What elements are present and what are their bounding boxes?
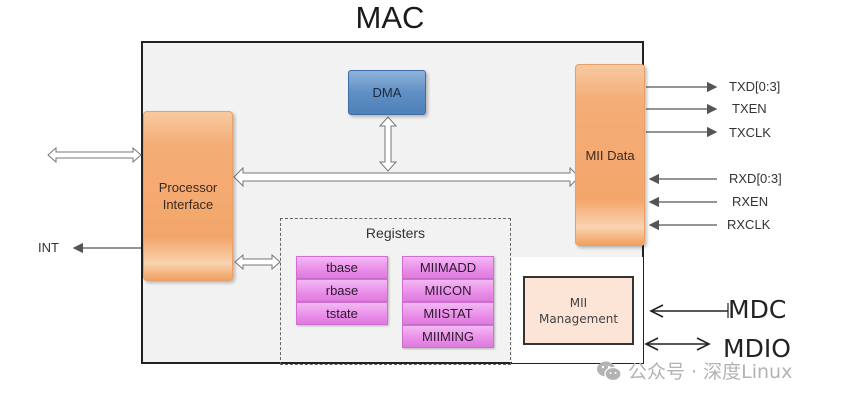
mii-management-block: MII Management bbox=[523, 276, 634, 345]
register-rbase: rbase bbox=[296, 279, 388, 302]
dma-label: DMA bbox=[372, 85, 402, 100]
registers-bus-arrow bbox=[234, 253, 281, 271]
registers-group bbox=[280, 218, 511, 365]
mii-management-label-1: MII bbox=[569, 295, 588, 310]
registers-right-column: MIIMADD MIICON MIISTAT MIIMING bbox=[402, 256, 494, 348]
processor-interface-label-2: Interface bbox=[162, 197, 214, 212]
rxd-label: RXD[0:3] bbox=[729, 171, 782, 186]
processor-interface-block: Processor Interface bbox=[143, 111, 233, 281]
processor-interface-label-1: Processor bbox=[158, 180, 218, 195]
rxen-label: RXEN bbox=[732, 194, 769, 209]
dma-bus-arrow bbox=[378, 116, 398, 172]
registers-title: Registers bbox=[365, 225, 426, 241]
watermark: 公众号 · 深度Linux bbox=[596, 357, 792, 384]
register-miiming: MIIMING bbox=[402, 325, 494, 348]
register-miistat: MIISTAT bbox=[402, 302, 494, 325]
mdc-arrow bbox=[649, 303, 729, 318]
host-bus-arrow bbox=[47, 146, 142, 164]
watermark-text: 公众号 · 深度Linux bbox=[628, 361, 793, 383]
diagram-title: MAC bbox=[355, 0, 425, 35]
int-label: INT bbox=[38, 240, 59, 255]
registers-left-column: tbase rbase tstate bbox=[296, 256, 388, 325]
mii-data-label: MII Data bbox=[585, 147, 635, 163]
mdc-label: MDC bbox=[728, 295, 787, 324]
register-miimadd: MIIMADD bbox=[402, 256, 494, 279]
register-tbase: tbase bbox=[296, 256, 388, 279]
mii-data-block: MII Data bbox=[575, 64, 645, 246]
mii-management-label-2: Management bbox=[538, 311, 619, 326]
internal-bus-arrow bbox=[233, 166, 580, 188]
register-miicon: MIICON bbox=[402, 279, 494, 302]
rxclk-label: RXCLK bbox=[727, 217, 771, 232]
wechat-icon bbox=[597, 361, 622, 381]
txen-label: TXEN bbox=[732, 101, 767, 116]
txd-label: TXD[0:3] bbox=[729, 79, 781, 94]
register-tstate: tstate bbox=[296, 302, 388, 325]
txclk-label: TXCLK bbox=[729, 125, 771, 140]
mdio-arrow bbox=[644, 337, 711, 351]
dma-block: DMA bbox=[348, 70, 426, 115]
mdio-label: MDIO bbox=[723, 334, 791, 363]
